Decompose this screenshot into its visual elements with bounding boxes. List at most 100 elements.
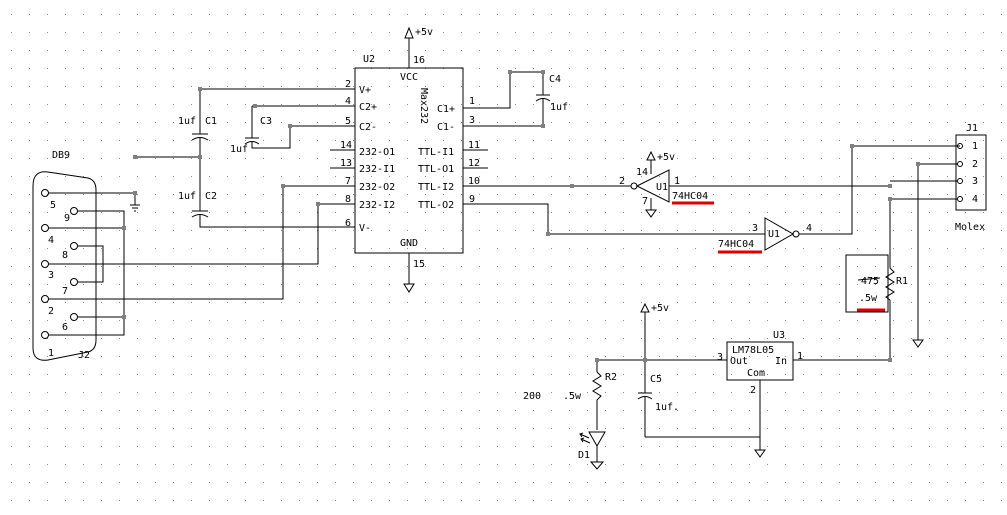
grid-dot [677, 68, 678, 69]
j1-pin-4: 4 [972, 194, 978, 205]
grid-dot [47, 500, 48, 501]
grid-dot [371, 104, 372, 105]
grid-dot [641, 32, 642, 33]
grid-dot [569, 500, 570, 501]
grid-dot [893, 14, 894, 15]
grid-dot [227, 500, 228, 501]
grid-dot [119, 194, 120, 195]
grid-dot [515, 338, 516, 339]
grid-dot [173, 14, 174, 15]
grid-dot [263, 482, 264, 483]
grid-dot [83, 464, 84, 465]
grid-dot [263, 230, 264, 231]
grid-dot [767, 104, 768, 105]
grid-dot [515, 464, 516, 465]
grid-dot [353, 320, 354, 321]
grid-dot [551, 212, 552, 213]
grid-dot [515, 32, 516, 33]
grid-dot [497, 320, 498, 321]
grid-dot [317, 86, 318, 87]
junction-markers [122, 70, 920, 362]
grid-dot [947, 230, 948, 231]
grid-dot [101, 176, 102, 177]
grid-dot [353, 14, 354, 15]
grid-dot [29, 50, 30, 51]
grid-dot [227, 284, 228, 285]
grid-dot [353, 230, 354, 231]
grid-dot [317, 50, 318, 51]
grid-dot [299, 320, 300, 321]
grid-dot [641, 122, 642, 123]
grid-dot [587, 446, 588, 447]
grid-dot [605, 302, 606, 303]
grid-dot [497, 500, 498, 501]
grid-dot [605, 500, 606, 501]
grid-dot [479, 446, 480, 447]
grid-dot [335, 302, 336, 303]
grid-dot [389, 230, 390, 231]
grid-dot [587, 140, 588, 141]
grid-dot [371, 338, 372, 339]
grid-dot [389, 320, 390, 321]
grid-dot [47, 338, 48, 339]
grid-dot [839, 446, 840, 447]
grid-dot [461, 50, 462, 51]
grid-dot [83, 212, 84, 213]
grid-dot [569, 374, 570, 375]
grid-dot [911, 68, 912, 69]
grid-dot [875, 176, 876, 177]
grid-dot [11, 428, 12, 429]
junction-dot [570, 184, 574, 188]
grid-dot [101, 428, 102, 429]
grid-dot [533, 446, 534, 447]
grid-dot [497, 176, 498, 177]
grid-dot [965, 356, 966, 357]
grid-dot [479, 104, 480, 105]
grid-dot [605, 158, 606, 159]
grid-dot [623, 356, 624, 357]
grid-dot [587, 248, 588, 249]
junction-dot [916, 162, 920, 166]
grid-dot [191, 410, 192, 411]
grid-dot [911, 158, 912, 159]
grid-dot [425, 86, 426, 87]
grid-dot [335, 230, 336, 231]
grid-dot [317, 374, 318, 375]
grid-dot [299, 194, 300, 195]
grid-dot [47, 194, 48, 195]
grid-dot [29, 86, 30, 87]
grid-dot [677, 302, 678, 303]
grid-dot [533, 158, 534, 159]
grid-dot [623, 410, 624, 411]
grid-dot [101, 284, 102, 285]
junction-dot [133, 191, 137, 195]
grid-dot [335, 248, 336, 249]
grid-dot [479, 122, 480, 123]
grid-dot [119, 104, 120, 105]
junction-dot [850, 144, 854, 148]
grid-dot [659, 428, 660, 429]
grid-dot [605, 212, 606, 213]
grid-dot [461, 104, 462, 105]
grid-dot [443, 122, 444, 123]
grid-dot [875, 338, 876, 339]
grid-dot [623, 266, 624, 267]
grid-dot [479, 176, 480, 177]
grid-dot [371, 122, 372, 123]
grid-dot [533, 284, 534, 285]
grid-dot [605, 446, 606, 447]
grid-dot [335, 86, 336, 87]
grid-dot [623, 14, 624, 15]
grid-dot [731, 230, 732, 231]
grid-dot [407, 248, 408, 249]
grid-dot [983, 266, 984, 267]
grid-dot [497, 104, 498, 105]
grid-dot [407, 140, 408, 141]
grid-dot [947, 14, 948, 15]
grid-dot [353, 68, 354, 69]
grid-dot [11, 446, 12, 447]
grid-dot [29, 302, 30, 303]
grid-dot [263, 50, 264, 51]
grid-dot [11, 86, 12, 87]
